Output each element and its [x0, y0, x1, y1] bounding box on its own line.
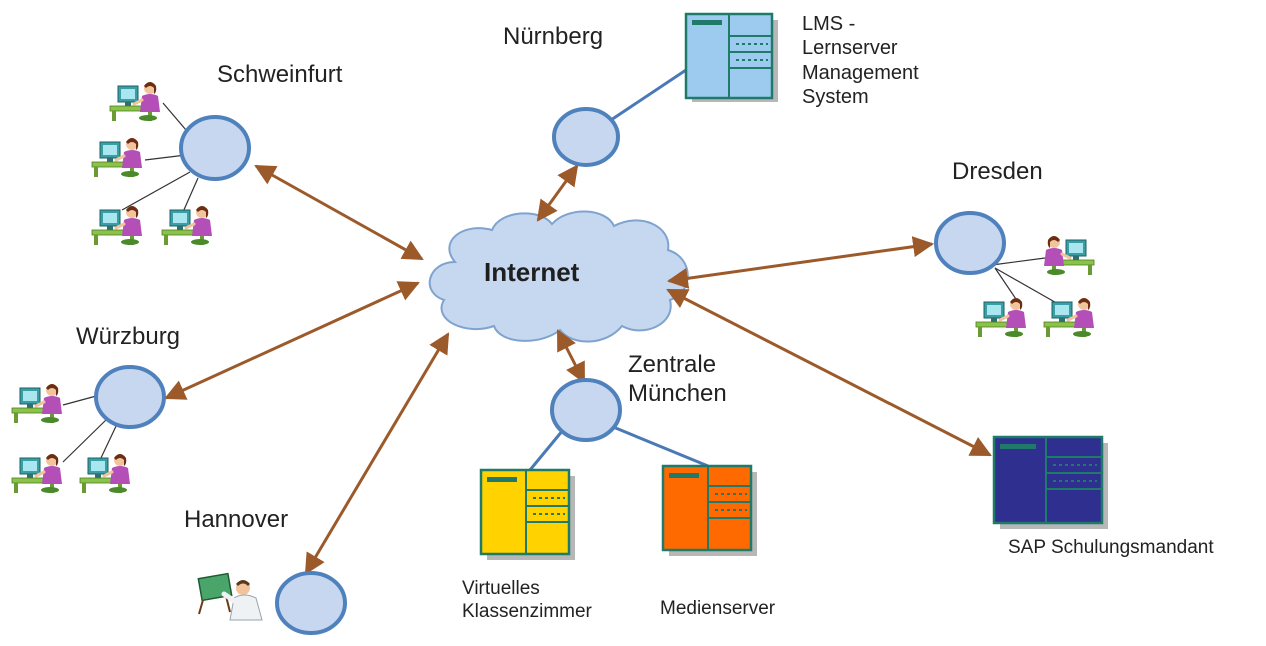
- server-virtuell: [479, 468, 575, 560]
- presenter-icon: [197, 572, 263, 621]
- workstation-icon: [10, 452, 64, 495]
- virtuelles-label-line: Virtuelles: [462, 578, 540, 599]
- lms-label: LMS - Lernserver Management System: [802, 12, 919, 110]
- server-medien: [661, 464, 757, 556]
- workstation-icon: [160, 204, 214, 247]
- location-nodes: [94, 107, 1006, 635]
- workstation-icon: [10, 382, 64, 425]
- server-lms: [684, 12, 778, 102]
- lms-label-line: LMS -: [802, 13, 856, 35]
- internet-links: [164, 164, 992, 575]
- workstation-icon: [974, 296, 1028, 339]
- node-zentrale: [550, 378, 622, 442]
- node-nuernberg: [552, 107, 620, 167]
- zentrale-label-line: München: [628, 380, 727, 408]
- server-links: [528, 68, 709, 471]
- lms-label-line: Lernserver: [802, 37, 898, 60]
- hannover-label: Hannover: [184, 506, 289, 533]
- local-links: [62, 102, 1061, 463]
- zentrale-label-line: Zentrale: [628, 351, 717, 378]
- server-sap: [992, 435, 1108, 529]
- schweinfurt-label: Schweinfurt: [217, 61, 343, 88]
- node-schweinfurt: [179, 115, 251, 181]
- wuerzburg-label: Würzburg: [76, 323, 181, 350]
- node-dresden: [934, 211, 1006, 275]
- virtuelles-label: Virtuelles Klassenzimmer: [462, 577, 592, 623]
- node-wuerzburg: [94, 365, 166, 429]
- workstation-icon: [78, 452, 132, 495]
- lms-label-line: Management: [802, 61, 919, 84]
- workstation-icon: [108, 80, 162, 123]
- nuernberg-label: Nürnberg: [503, 23, 604, 50]
- zentrale-label: Zentrale München: [628, 350, 727, 409]
- node-hannover: [275, 571, 347, 635]
- virtuelles-label-line: Klassenzimmer: [462, 601, 592, 623]
- dresden-label: Dresden: [952, 158, 1043, 185]
- internet-label: Internet: [484, 257, 580, 287]
- medienserver-label: Medienserver: [660, 598, 776, 619]
- workstation-icon: [90, 204, 144, 247]
- workstation-icon: [90, 136, 144, 179]
- workstation-icon: [1042, 296, 1096, 339]
- sap-label: SAP Schulungsmandant: [1008, 537, 1214, 558]
- lms-label-line: System: [802, 86, 869, 109]
- workstation-icon: [1042, 234, 1096, 277]
